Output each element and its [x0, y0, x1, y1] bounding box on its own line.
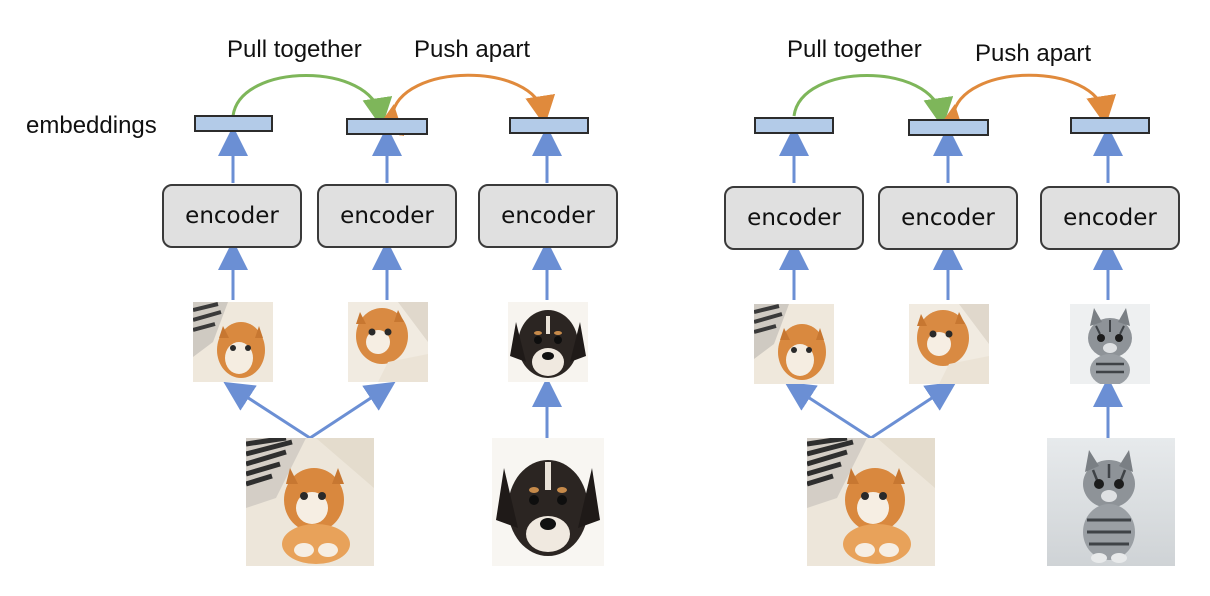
embedding-bar [346, 118, 428, 135]
cat-crop-image [909, 304, 989, 384]
pull-arc-right [792, 74, 954, 128]
embedding-bar [1070, 117, 1150, 134]
encoder-box: encoder [724, 186, 864, 250]
embedding-bar [908, 119, 989, 136]
cat-source-image [807, 438, 935, 566]
embedding-bar [194, 115, 273, 132]
push-apart-label: Push apart [414, 36, 531, 63]
cat-crop-image [193, 302, 273, 382]
arrow-src-crop-5 [870, 381, 957, 440]
kitten-source-image [1047, 438, 1175, 566]
encoder-box: encoder [878, 186, 1018, 250]
puppy-source-image [492, 438, 604, 566]
arrow-src-crop-1 [223, 381, 311, 440]
pull-together-label: Pull together [227, 36, 362, 63]
push-apart-label: Push apart [975, 40, 1092, 67]
arrow-src-crop-4 [784, 381, 872, 440]
encoder-box: encoder [317, 184, 457, 248]
cat-source-image [246, 438, 374, 566]
puppy-crop-image [508, 302, 588, 382]
push-arc-left [374, 73, 556, 137]
cat-crop-image [348, 302, 428, 382]
encoder-box: encoder [162, 184, 302, 248]
encoder-box: encoder [478, 184, 618, 248]
kitten-crop-image [1070, 304, 1150, 384]
push-arc-right [935, 73, 1117, 137]
encoder-box: encoder [1040, 186, 1180, 250]
pull-together-label: Pull together [787, 36, 922, 63]
arrow-src-crop-2 [309, 381, 396, 440]
embeddings-label: embeddings [26, 112, 157, 139]
pull-arc-left [231, 74, 393, 128]
embedding-bar [754, 117, 834, 134]
cat-crop-image [754, 304, 834, 384]
embedding-bar [509, 117, 589, 134]
